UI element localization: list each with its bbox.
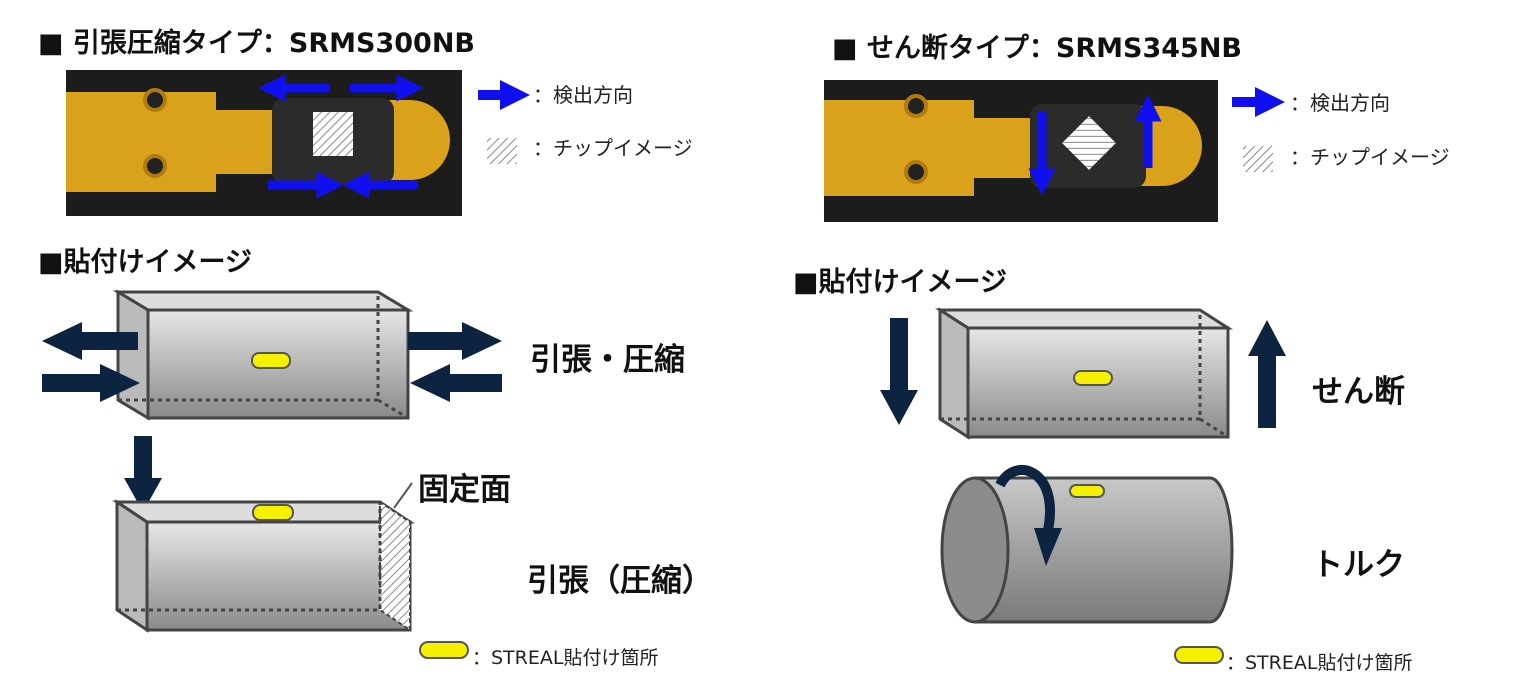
arrow-shear-down-icon [880,318,918,425]
arrow-push-left-icon [410,364,502,402]
right-mount-title: ■貼付けイメージ [793,267,1007,298]
label-tension: 引張（圧縮） [527,563,713,599]
cylinder-torque [940,465,1234,624]
streal-marker [1069,484,1105,498]
legend-streal: ：STREAL貼付け箇所 [1226,652,1412,674]
streal-marker [251,352,291,369]
label-tension-compression: 引張・圧縮 [530,342,685,378]
legend-direction: ：検出方向 [533,83,633,107]
label-torque: トルク [1312,547,1405,583]
label-shear: せん断 [1312,374,1405,410]
right-title: ■ せん断タイプ：SRMS345NB [832,33,1242,64]
left-title: ■ 引張圧縮タイプ：SRMS300NB [38,27,475,59]
streal-legend-icon [1174,646,1224,664]
arrow-shear-up-icon [1248,320,1286,428]
legend-direction: ：検出方向 [1290,91,1390,115]
streal-marker [252,504,294,521]
box-fixed [112,499,415,633]
arrow-down-icon [124,436,162,512]
left-sensor-photo [66,70,462,216]
chip-hatch-icon [487,138,517,164]
box-shear [934,307,1234,440]
arrow-pull-right-icon [408,322,502,360]
legend-chip: ：チップイメージ [533,136,693,160]
arrow-push-right-icon [42,364,140,402]
legend-streal: ：STREAL貼付け箇所 [472,647,658,669]
label-fixed-face: 固定面 [418,472,511,508]
torque-arrow-icon [995,465,1055,531]
streal-legend-icon [419,641,469,659]
chip-hatch-icon [1243,146,1273,172]
legend-chip: ：チップイメージ [1290,145,1450,169]
left-mount-title: ■貼付けイメージ [38,247,252,278]
streal-marker [1073,370,1113,386]
right-sensor-photo [824,80,1218,222]
box-tension-compression [112,289,414,421]
arrow-pull-left-icon [42,322,138,360]
